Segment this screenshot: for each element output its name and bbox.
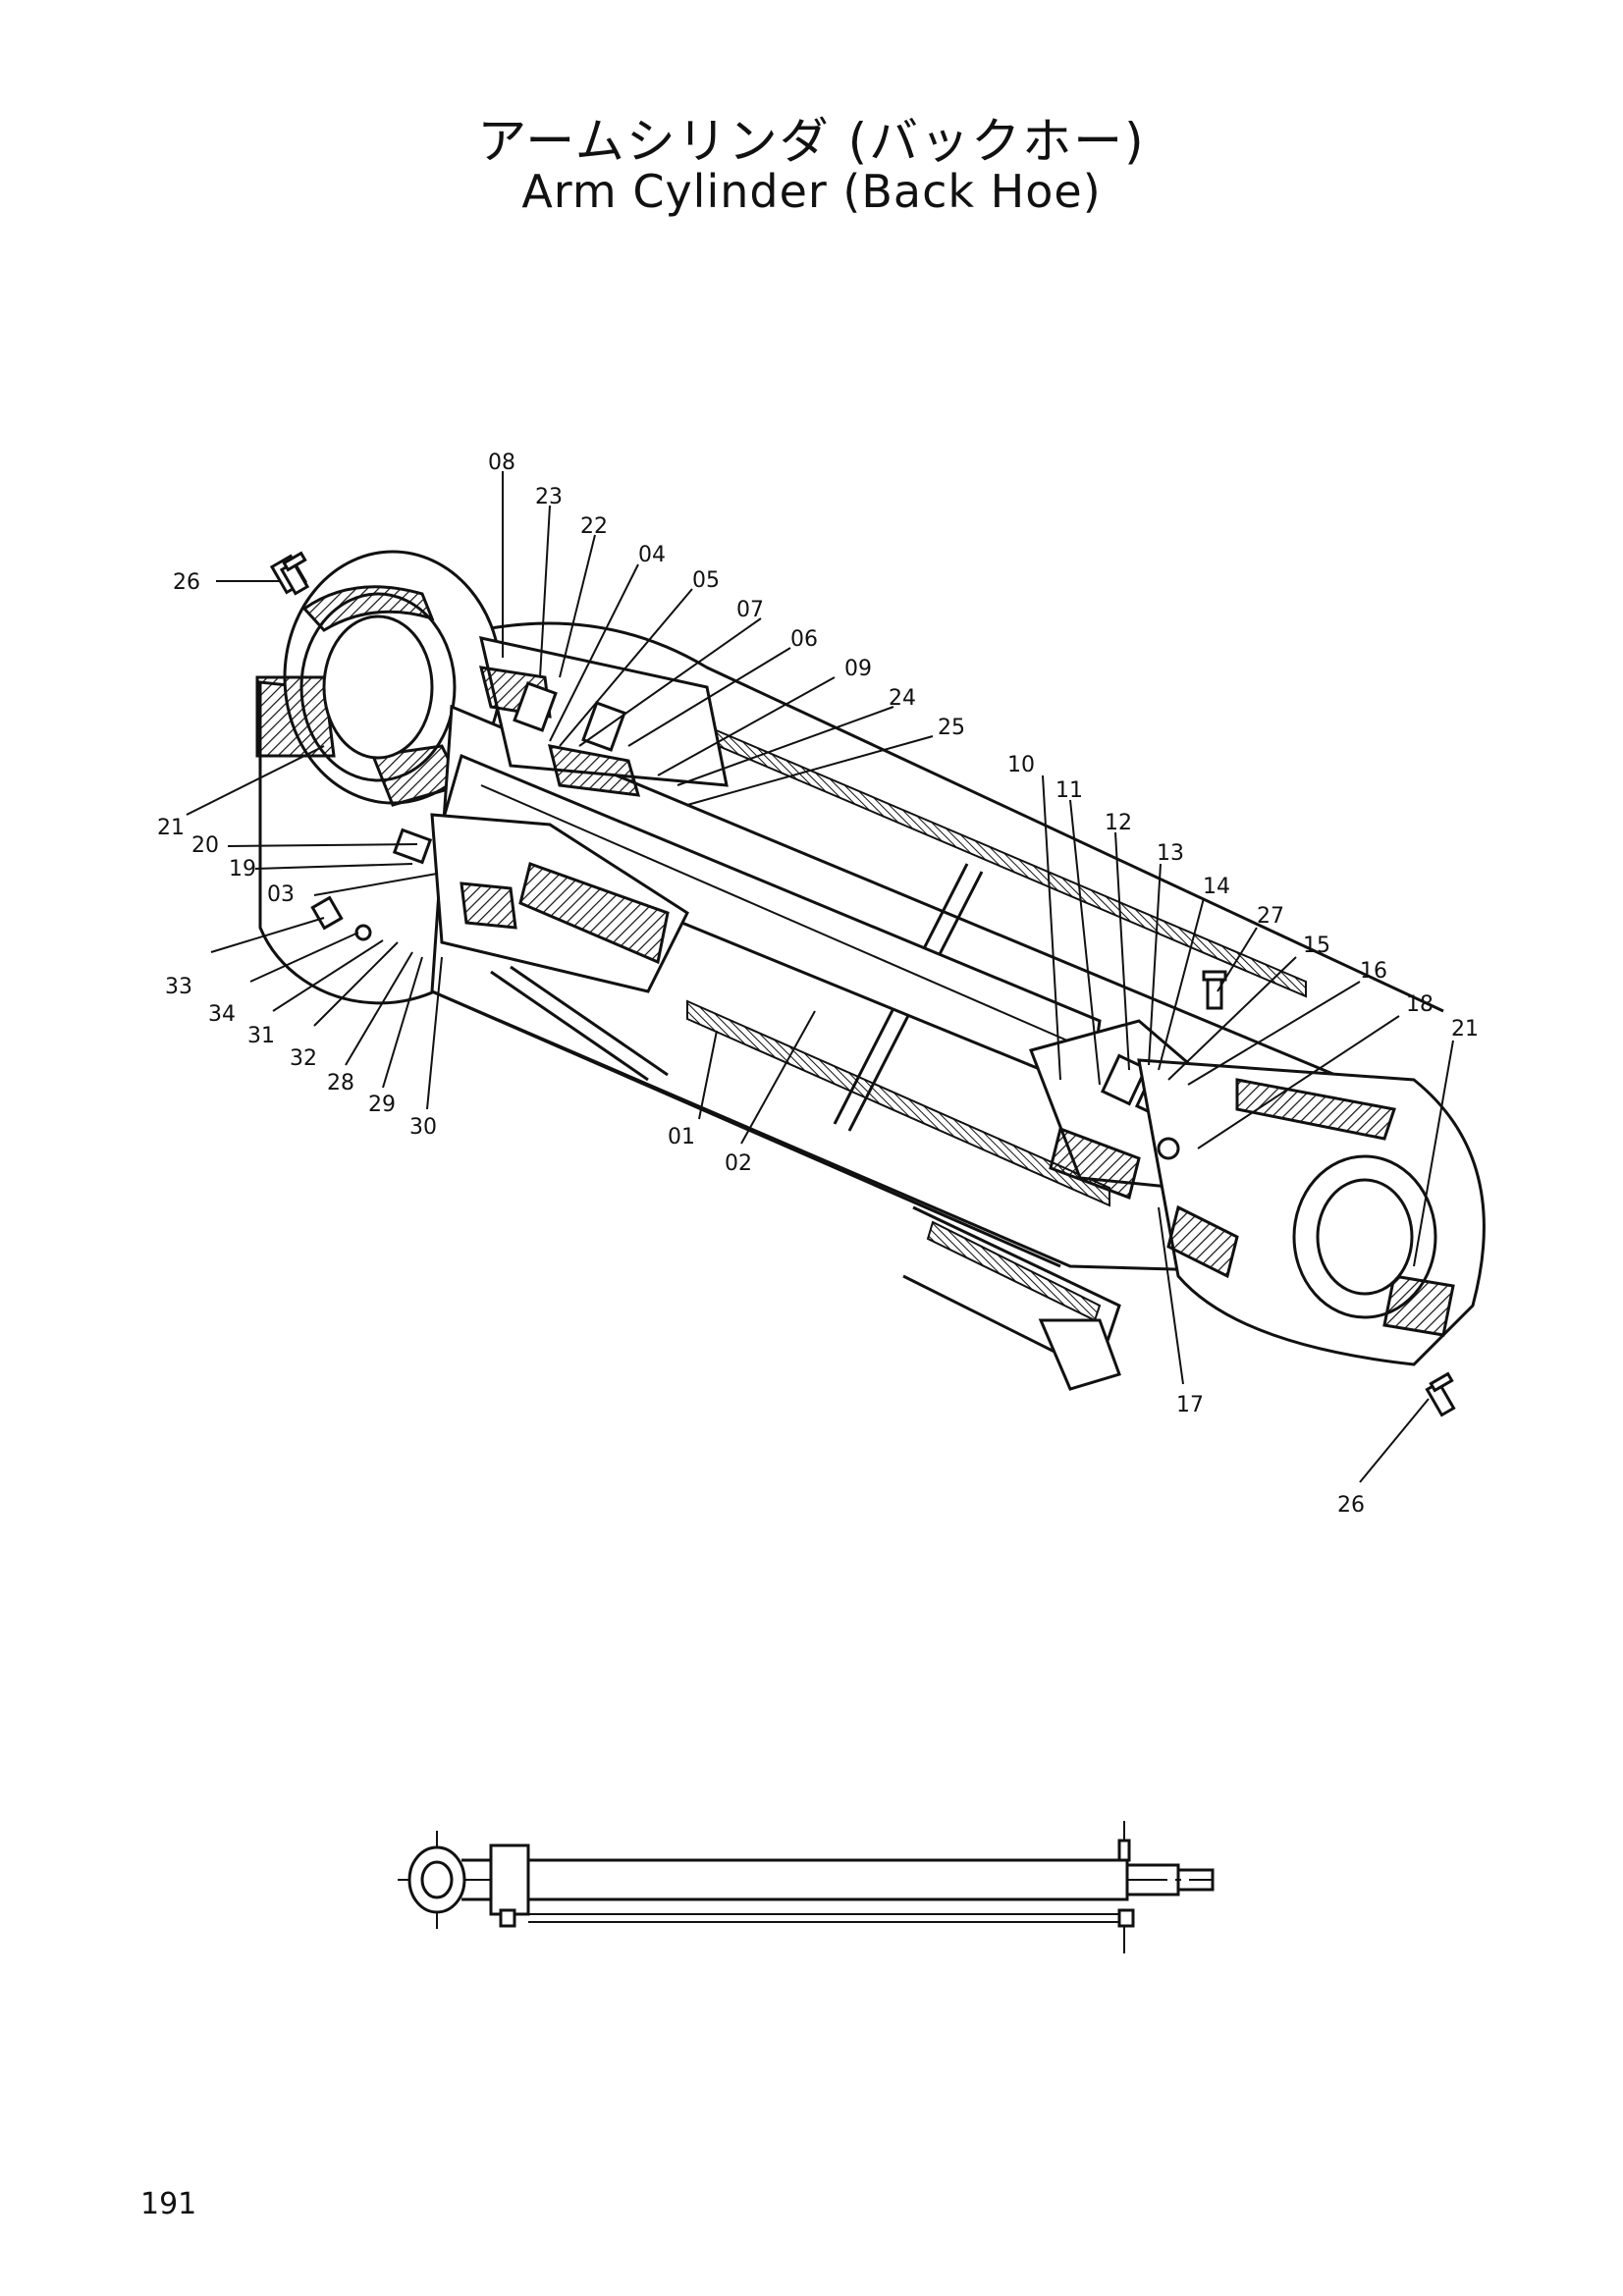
grease-nipple-right: [1202, 970, 1227, 1010]
callout-20: 20: [191, 833, 219, 858]
callout-08: 08: [488, 451, 515, 475]
callout-17: 17: [1176, 1393, 1204, 1417]
page-title-japanese: アームシリンダ (バックホー): [477, 113, 1146, 170]
page-title-english: Arm Cylinder (Back Hoe): [521, 165, 1102, 218]
callout-22: 22: [580, 514, 608, 539]
callout-21-left: 21: [157, 816, 185, 840]
callout-07: 07: [736, 598, 764, 622]
callout-11: 11: [1055, 778, 1083, 803]
callout-33: 33: [165, 975, 192, 999]
callout-06: 06: [790, 627, 818, 652]
callout-05: 05: [692, 568, 720, 593]
callout-30: 30: [409, 1115, 437, 1140]
callout-leader-lines: [186, 471, 1454, 1483]
callout-34: 34: [208, 1002, 236, 1027]
port-block: [430, 813, 689, 1082]
cylinder-overview-drawing: [398, 1821, 1215, 1953]
cap-end-eye: [1137, 1058, 1486, 1366]
rod-end-hardware: [269, 554, 433, 941]
callout-26-bottom: 26: [1337, 1493, 1365, 1518]
callout-23: 23: [535, 485, 563, 509]
callout-04: 04: [638, 543, 666, 567]
callout-19: 19: [229, 857, 256, 881]
callout-15: 15: [1303, 934, 1330, 958]
callout-13: 13: [1157, 841, 1184, 866]
callout-10: 10: [1007, 753, 1035, 777]
callout-14: 14: [1203, 875, 1230, 899]
callout-28: 28: [327, 1071, 354, 1095]
callout-18: 18: [1406, 992, 1434, 1017]
callout-31: 31: [247, 1024, 275, 1048]
page-number: 191: [140, 2187, 197, 2221]
callout-21-right: 21: [1451, 1017, 1479, 1041]
callout-32: 32: [290, 1046, 317, 1071]
callout-02: 02: [725, 1151, 752, 1176]
callout-26-top: 26: [173, 570, 200, 595]
callout-03: 03: [267, 882, 295, 907]
callout-09: 09: [844, 657, 872, 681]
callout-01: 01: [668, 1125, 695, 1149]
callout-16: 16: [1360, 959, 1387, 984]
rod-gland-head: [478, 636, 729, 797]
grease-nipple-top: [279, 551, 310, 596]
lower-pipe: [902, 1205, 1121, 1391]
callout-24: 24: [889, 686, 916, 711]
callout-29: 29: [368, 1093, 396, 1117]
callout-27: 27: [1257, 904, 1284, 929]
callout-25: 25: [938, 716, 965, 740]
callout-12: 12: [1105, 811, 1132, 835]
rod-end-eye: [255, 550, 503, 1005]
callout-labels: 08 23 22 04 05 07 06 09 24 25 26 21 20 1…: [157, 451, 1479, 1518]
grease-nipple-bottom: [1425, 1371, 1456, 1417]
